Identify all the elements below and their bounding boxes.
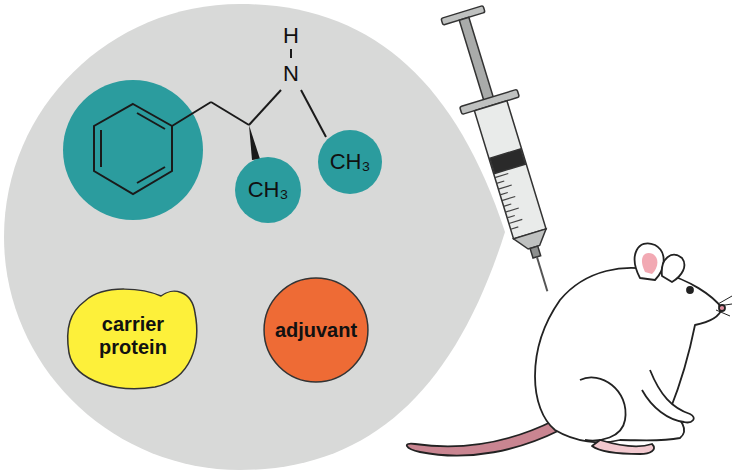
- graduation-tick: [505, 208, 518, 212]
- rat-foreleg: [642, 370, 694, 422]
- graduation-tick: [502, 196, 515, 200]
- node-outline: [68, 289, 197, 389]
- graduation-tick: [495, 174, 508, 178]
- rat-ear: [635, 243, 664, 280]
- node-outline: [264, 278, 368, 382]
- graduation-tick: [500, 193, 508, 195]
- node-text: CH₃: [248, 177, 289, 202]
- node-text: carrier protein: [88, 313, 178, 359]
- graduation-tick: [498, 185, 511, 189]
- rat-ear-inner: [642, 253, 657, 274]
- node-text: adjuvant: [275, 319, 357, 342]
- carrier-protein-blob: carrier protein: [65, 281, 201, 391]
- rat-ear: [662, 255, 685, 282]
- adjuvant-circle: adjuvant: [263, 277, 369, 383]
- node-outline: [318, 130, 382, 194]
- methyl-highlight: CH₃: [235, 157, 301, 223]
- rat-body: [535, 268, 722, 442]
- molecule-bonds: [172, 49, 326, 137]
- graduation-tick: [511, 227, 519, 229]
- graduation-tick: [504, 204, 512, 206]
- graduation-tick: [509, 219, 522, 223]
- rat: [407, 243, 732, 455]
- benzene-ring: [94, 104, 172, 194]
- wedge-bond: [249, 125, 260, 160]
- atom-label: H: [283, 23, 299, 49]
- rat-hindleg: [580, 377, 626, 440]
- phenyl-highlight: [63, 80, 203, 220]
- node-outline: [235, 157, 301, 223]
- methyl-highlight: CH₃: [318, 130, 382, 194]
- rat-whiskers: [716, 296, 732, 316]
- rat-foot: [592, 440, 654, 454]
- node-text: CH₃: [330, 149, 371, 174]
- atom-label: N: [283, 61, 299, 87]
- rat-tail: [407, 420, 560, 456]
- syringe: [433, 3, 576, 300]
- callout-bubble: [4, 4, 505, 470]
- graduation-tick: [507, 215, 515, 217]
- rat-eye: [687, 287, 693, 293]
- graduation-tick: [497, 181, 505, 183]
